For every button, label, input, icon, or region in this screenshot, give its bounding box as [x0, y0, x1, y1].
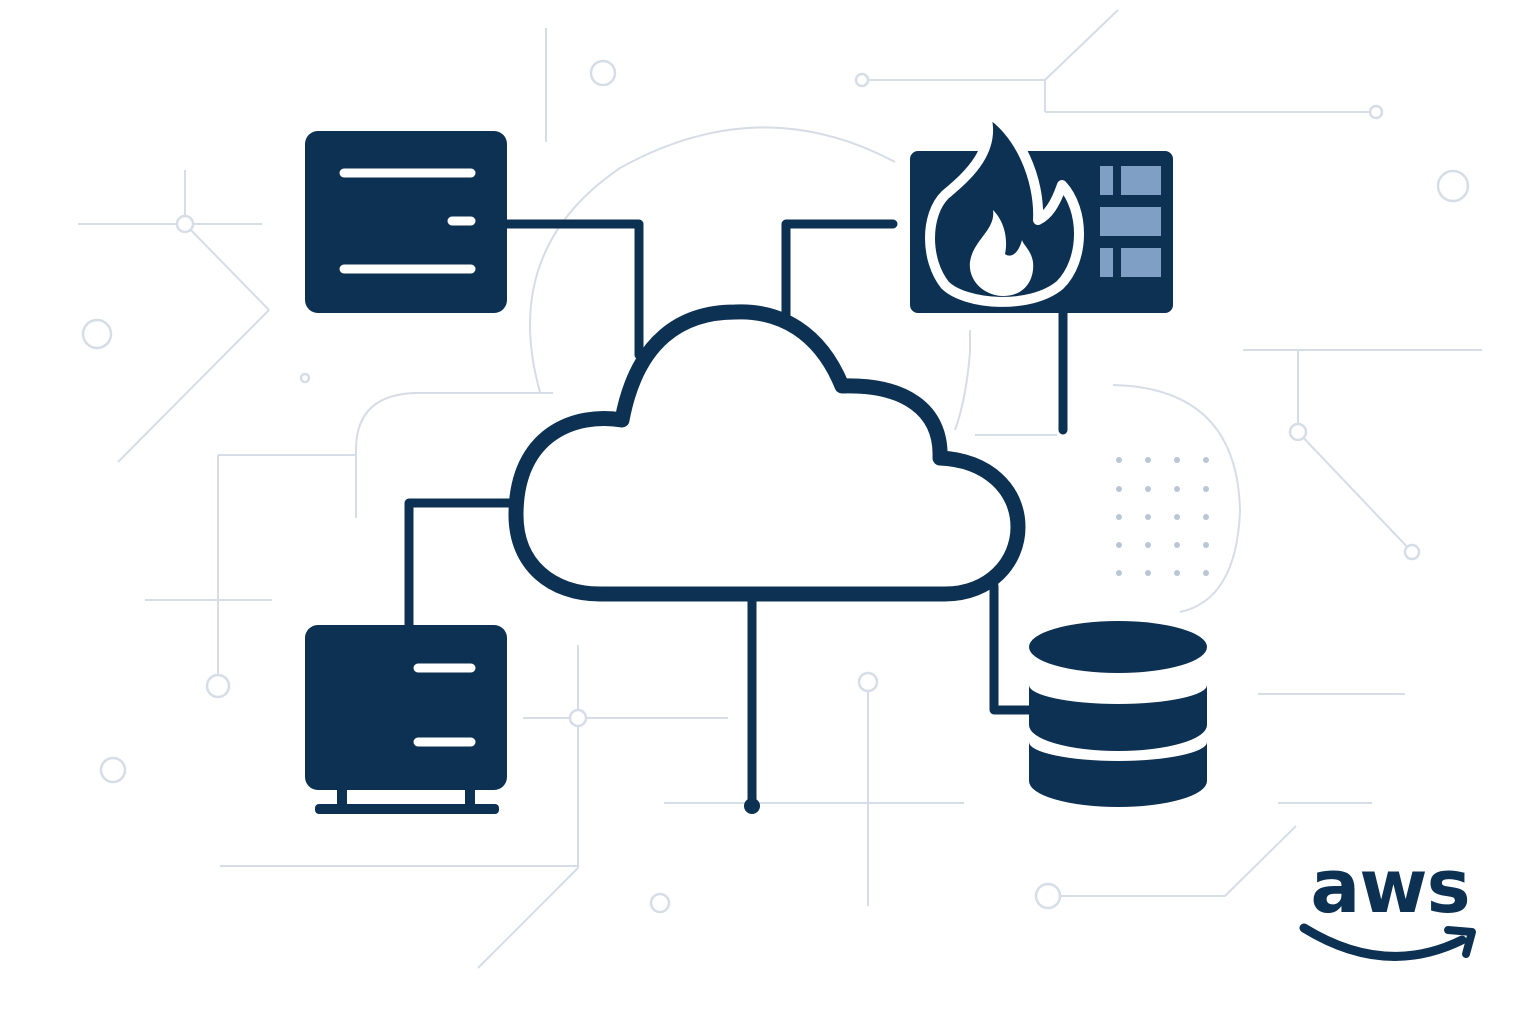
flame-inner: [969, 210, 1034, 297]
background-dot-grid: [1116, 457, 1209, 576]
background-circuit: [78, 9, 1482, 969]
link-server-bottom-left: [404, 498, 517, 631]
aws-smile-arrow: [1444, 926, 1476, 958]
link-server-top-left: [501, 219, 644, 360]
server-rack-icon[interactable]: [305, 625, 507, 814]
database-icon[interactable]: [1029, 621, 1207, 807]
cloud-icon[interactable]: [508, 304, 1026, 602]
firewall-indicator: [1121, 248, 1161, 277]
aws-smile: [1299, 923, 1467, 961]
firewall-indicator: [1121, 166, 1161, 195]
firewall-indicator: [1100, 207, 1161, 236]
firewall-flame-icon[interactable]: [910, 105, 1173, 313]
flame-outer: [925, 105, 1084, 307]
link-database: [989, 581, 1035, 715]
firewall-indicator: [1100, 248, 1113, 277]
aws-logo-text: aws: [1310, 844, 1469, 930]
aws-logo-icon: aws: [1299, 844, 1476, 961]
link-firewall: [781, 219, 898, 323]
server-icon[interactable]: [305, 131, 507, 313]
firewall-indicator: [1100, 166, 1113, 195]
endpoint-dot: [744, 798, 760, 814]
